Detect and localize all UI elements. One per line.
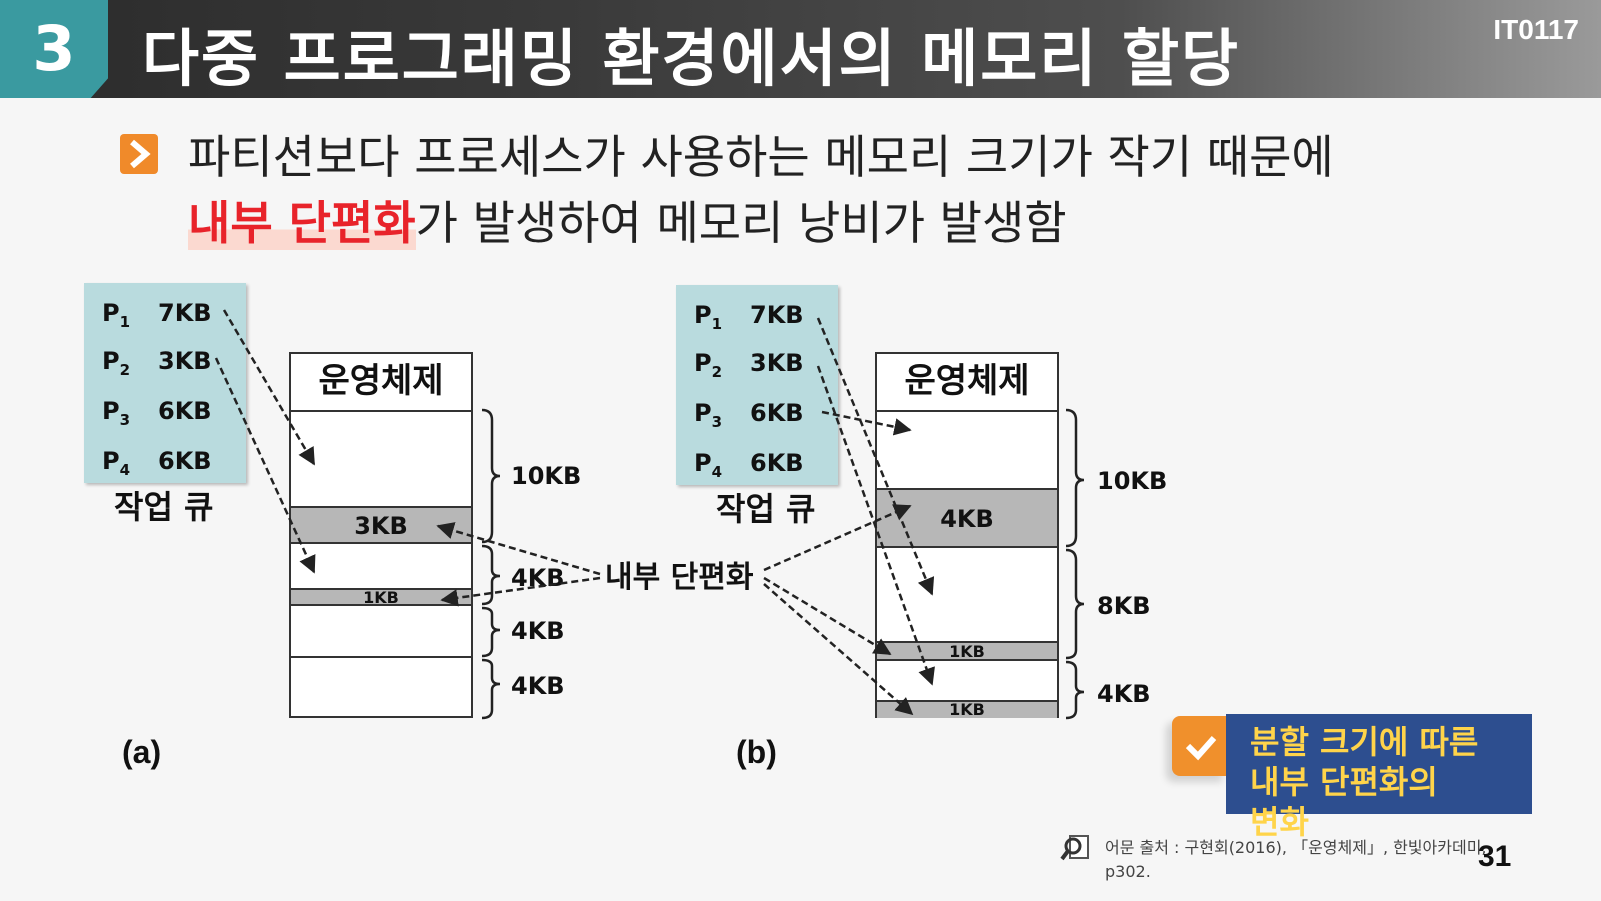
fragment-a-3kb: 3KB — [291, 506, 471, 544]
queue-b-label: 작업 큐 — [716, 490, 816, 528]
bullet-line-1: 파티션보다 프로세스가 사용하는 메모리 크기가 작기 때문에 — [188, 130, 1334, 184]
course-code: IT0117 — [1493, 14, 1579, 45]
slide-title: 다중 프로그래밍 환경에서의 메모리 할당 — [142, 22, 1241, 95]
magnifier-icon — [1060, 834, 1094, 866]
partition-b-size-2: 8KB — [1097, 592, 1151, 620]
partition-a-size-2: 4KB — [511, 564, 565, 592]
partition-b-size-1: 10KB — [1097, 467, 1168, 495]
caption-b: (b) — [736, 734, 777, 770]
fragment-a-1kb: 1KB — [291, 588, 471, 606]
fragment-b-1kb-2: 1KB — [877, 700, 1057, 718]
caption-a: (a) — [122, 734, 162, 770]
os-label-a: 운영체제 — [291, 354, 471, 412]
bullet-text: 파티션보다 프로세스가 사용하는 메모리 크기가 작기 때문에 내부 단편화가 … — [188, 124, 1334, 256]
partition-a-4 — [291, 606, 471, 658]
partition-a-size-1: 10KB — [511, 462, 582, 490]
bullet-line-2: 내부 단편화가 발생하여 메모리 낭비가 발생함 — [188, 190, 1334, 256]
os-label-b: 운영체제 — [877, 354, 1057, 412]
source-citation: 어문 출처 : 구현회(2016), 「운영체제」, 한빛아카데미, p302. — [1105, 838, 1487, 881]
header-bar: 3 다중 프로그래밍 환경에서의 메모리 할당 IT0117 — [0, 0, 1601, 98]
callout-line-1: 분할 크기에 따른 — [1250, 723, 1479, 761]
chevron-right-icon — [120, 134, 158, 174]
callout-line-2: 내부 단편화의 — [1250, 763, 1438, 801]
page-number: 31 — [1478, 840, 1512, 873]
queue-a-label: 작업 큐 — [114, 488, 214, 526]
partition-a-size-4: 4KB — [511, 672, 565, 700]
bullet-line-2-rest: 가 발생하여 메모리 낭비가 발생함 — [415, 196, 1067, 250]
internal-fragmentation-label: 내부 단편화 — [603, 552, 756, 596]
highlight-term: 내부 단편화 — [188, 196, 416, 250]
partition-b-size-3: 4KB — [1097, 680, 1151, 708]
callout-line-3: 변화 — [1250, 803, 1309, 841]
chapter-number: 3 — [0, 0, 108, 98]
callout-box: 분할 크기에 따른 내부 단편화의 변화 — [1226, 714, 1532, 841]
partition-a-size-3: 4KB — [511, 617, 565, 645]
checkmark-icon — [1172, 716, 1228, 776]
memory-b: 운영체제 4KB 1KB 1KB — [875, 352, 1059, 718]
